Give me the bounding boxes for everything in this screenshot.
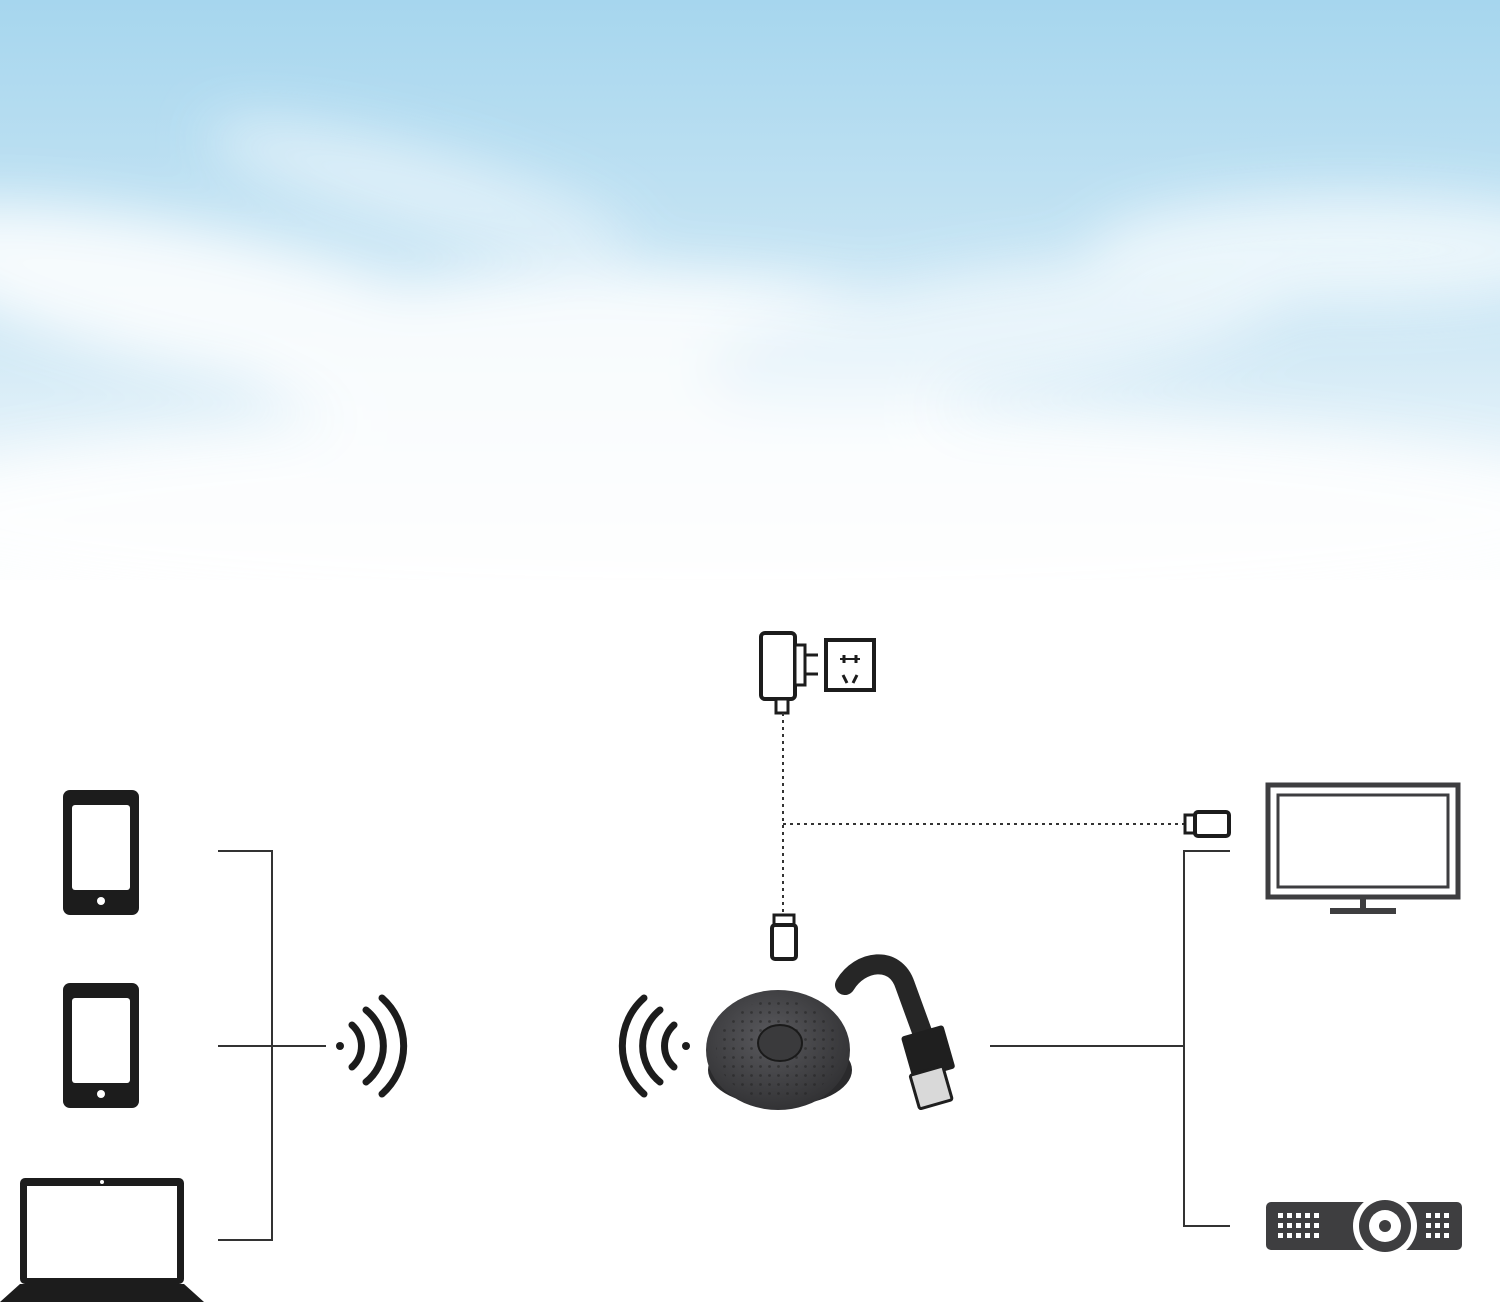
smartphone-icon <box>63 790 139 915</box>
power-supply <box>759 631 1231 961</box>
wall-socket-icon <box>824 638 876 692</box>
wifi-signal-left-icon <box>618 994 690 1098</box>
usb-plug-icon <box>1183 810 1231 838</box>
tv-monitor-icon <box>1265 782 1461 914</box>
wireless-display-dongle-icon <box>706 954 955 1111</box>
smartphone-icon <box>63 983 139 1108</box>
source-devices <box>0 790 204 1302</box>
power-adapter-icon <box>759 631 818 715</box>
power-cable-lines <box>782 713 1185 915</box>
projector-icon <box>1266 1194 1462 1258</box>
output-devices <box>1265 782 1462 1258</box>
output-connector-lines <box>990 850 1230 1227</box>
source-connector-lines <box>218 850 326 1241</box>
laptop-icon <box>0 1178 204 1302</box>
hdmi-plug-icon <box>901 1025 955 1111</box>
usb-plug-icon <box>770 913 798 961</box>
wifi-signal-right-icon <box>336 994 408 1098</box>
